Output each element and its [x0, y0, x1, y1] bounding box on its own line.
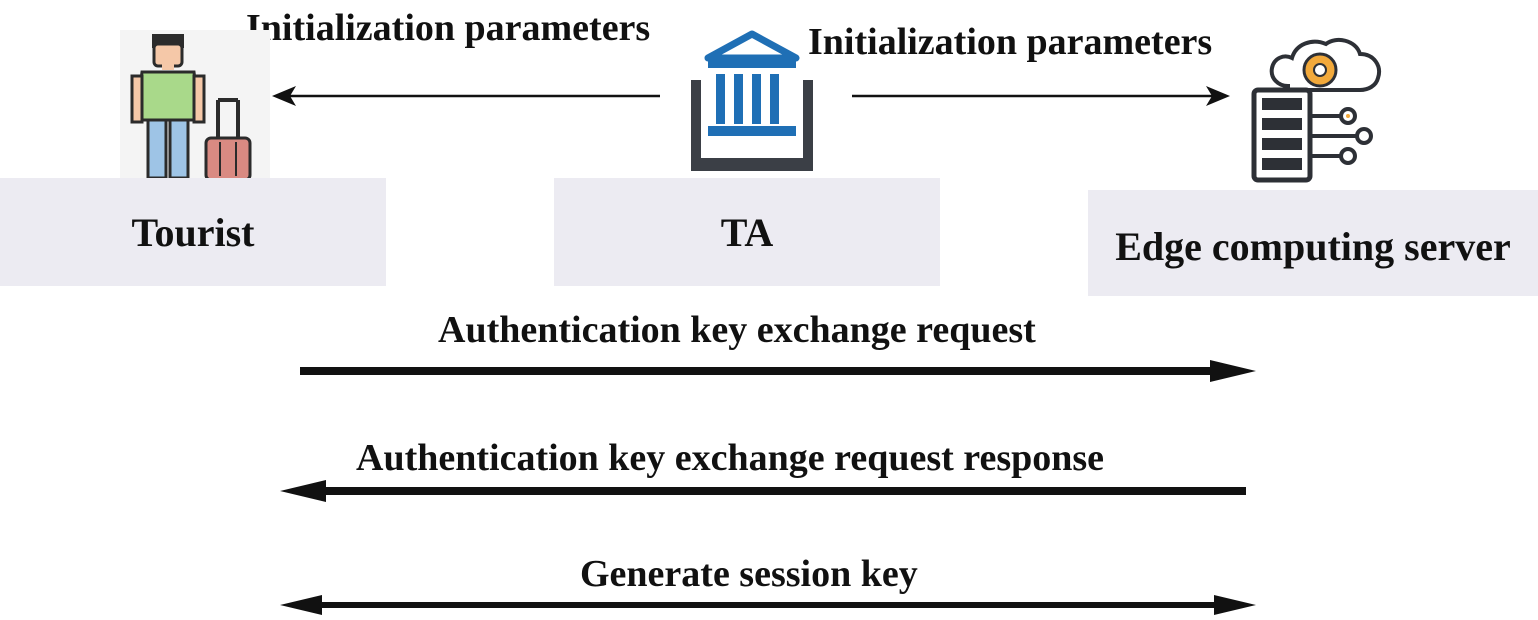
ta-box: TA	[554, 178, 940, 286]
session-key-arrow	[280, 595, 1256, 615]
bank-building-icon	[691, 30, 813, 171]
tourist-label: Tourist	[131, 209, 255, 255]
auth-response-arrow	[280, 480, 1246, 502]
cloud-server-gear-icon	[1251, 37, 1381, 183]
edge-server-box: Edge computing server	[1088, 190, 1538, 296]
edge-server-label: Edge computing server	[1115, 223, 1511, 269]
ta-label: TA	[720, 209, 774, 255]
init-params-label-right: Initialization parameters	[808, 21, 1213, 63]
auth-request-arrow	[300, 360, 1256, 382]
session-key-label: Generate session key	[580, 553, 918, 595]
tourist-box: Tourist	[0, 178, 386, 286]
auth-response-label: Authentication key exchange request resp…	[356, 437, 1105, 479]
init-params-label-left: Initialization parameters	[246, 7, 651, 49]
init-arrow-to-tourist	[272, 86, 660, 106]
auth-request-label: Authentication key exchange request	[438, 309, 1036, 351]
init-arrow-to-edge	[852, 86, 1230, 106]
